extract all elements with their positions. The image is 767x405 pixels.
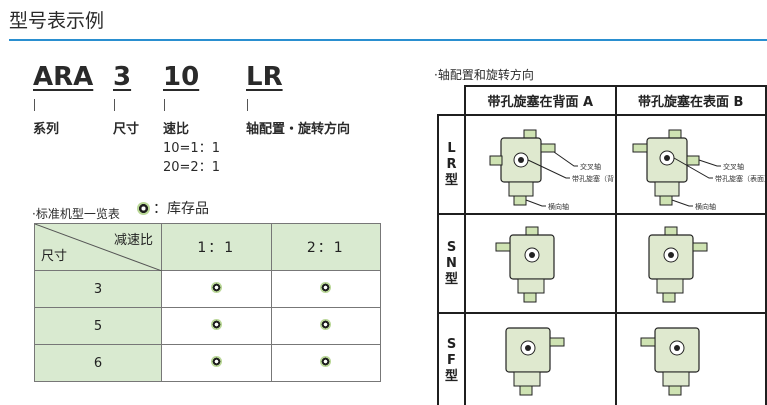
table-row: S F 型 xyxy=(437,312,767,405)
code-series: ARA xyxy=(33,62,94,92)
code-tick xyxy=(34,99,35,111)
callout-horizontal-shaft: 横向轴 xyxy=(548,202,569,211)
column-header: 2：1 xyxy=(270,223,381,271)
title-divider xyxy=(9,39,767,41)
label-size: 尺寸 xyxy=(113,122,140,137)
axis-table-caption: ·轴配置和旋转方向 xyxy=(434,68,534,82)
stock-ring-icon xyxy=(320,281,332,293)
standard-table-caption: ·标准机型一览表 xyxy=(32,207,120,221)
diagram-sf-a xyxy=(464,312,617,405)
table-cell xyxy=(161,344,272,382)
table-cell xyxy=(270,270,381,308)
code-tick xyxy=(247,99,248,111)
column-header-a: 带孔旋塞在背面 A xyxy=(464,85,617,116)
diagonal-line xyxy=(35,224,162,271)
table-row: 5 xyxy=(34,307,381,345)
callout-cross-shaft: 交叉轴 xyxy=(723,162,744,171)
gearbox-sf-front-diagram xyxy=(640,327,700,396)
row-label-char: 型 xyxy=(444,271,458,287)
column-header-b: 带孔旋塞在表面 B xyxy=(614,85,767,116)
diagram-lr-a: 交叉轴 带孔旋塞（背面） 横向轴 xyxy=(464,114,617,215)
ratio-note: 20=2：1 xyxy=(163,160,220,175)
table-cell xyxy=(270,344,381,382)
diagram-sn-a xyxy=(464,213,617,314)
table-row: 6 xyxy=(34,344,381,382)
row-label-char: L xyxy=(447,140,456,156)
stock-legend-label: ：库存品 xyxy=(153,201,209,217)
row-label-sn: S N 型 xyxy=(437,213,466,314)
gearbox-lr-front-diagram: 交叉轴 带孔旋塞（表面） 横向轴 xyxy=(632,129,765,211)
row-label-char: 型 xyxy=(444,172,458,188)
stock-ring-icon xyxy=(210,281,222,293)
diagram-sn-b xyxy=(614,213,767,314)
label-series: 系列 xyxy=(33,122,60,137)
table-row: S N 型 xyxy=(437,213,767,314)
ratio-note: 10=1：1 xyxy=(163,141,220,156)
table-cell xyxy=(270,307,381,345)
row-label-sf: S F 型 xyxy=(437,312,466,405)
row-size: 3 xyxy=(34,270,162,308)
code-tick xyxy=(114,99,115,111)
header-ratio: 减速比 xyxy=(113,233,153,248)
callout-cross-shaft: 交叉轴 xyxy=(580,162,601,171)
table-cell xyxy=(161,307,272,345)
gearbox-lr-back-diagram: 交叉轴 带孔旋塞（背面） 横向轴 xyxy=(489,129,614,211)
code-ratio: 10 xyxy=(163,62,200,92)
row-label-char: 型 xyxy=(444,368,458,384)
stock-legend: ：库存品 xyxy=(137,198,209,218)
row-label-char: S xyxy=(446,239,457,255)
header-size: 尺寸 xyxy=(41,249,68,264)
gearbox-sn-back-diagram xyxy=(495,226,555,303)
table-cell xyxy=(161,270,272,308)
row-label-char: F xyxy=(447,352,456,368)
standard-model-table: 减速比 尺寸 1：1 2：1 3 5 6 xyxy=(34,223,381,382)
row-size: 5 xyxy=(34,307,162,345)
corner-empty xyxy=(438,86,466,116)
diagram-sf-b xyxy=(614,312,767,405)
table-corner-header: 减速比 尺寸 xyxy=(34,223,162,271)
row-label-char: N xyxy=(446,255,457,271)
callout-plug-back: 带孔旋塞（背面） xyxy=(572,174,614,183)
callout-plug-front: 带孔旋塞（表面） xyxy=(715,174,765,183)
diagram-lr-b: 交叉轴 带孔旋塞（表面） 横向轴 xyxy=(614,114,767,215)
callout-horizontal-shaft: 横向轴 xyxy=(695,202,716,211)
stock-ring-icon xyxy=(210,355,222,367)
code-axis: LR xyxy=(246,62,283,92)
gearbox-sf-back-diagram xyxy=(505,327,565,396)
axis-config-table: 带孔旋塞在背面 A 带孔旋塞在表面 B L R 型 交叉轴 带 xyxy=(437,85,767,405)
label-axis: 轴配置・旋转方向 xyxy=(246,122,351,137)
stock-ring-icon xyxy=(210,318,222,330)
column-header: 1：1 xyxy=(161,223,272,271)
gearbox-sn-front-diagram xyxy=(647,226,707,303)
page-title: 型号表示例 xyxy=(9,10,105,32)
row-size: 6 xyxy=(34,344,162,382)
table-row: L R 型 交叉轴 带孔旋塞（背面） 横向轴 xyxy=(437,114,767,215)
row-label-char: R xyxy=(446,156,457,172)
stock-ring-icon xyxy=(137,201,150,215)
stock-ring-icon xyxy=(320,355,332,367)
table-row: 3 xyxy=(34,270,381,308)
label-ratio: 速比 xyxy=(163,122,190,137)
row-label-lr: L R 型 xyxy=(437,114,466,215)
code-size: 3 xyxy=(113,62,132,92)
code-tick xyxy=(164,99,165,111)
row-label-char: S xyxy=(446,336,457,352)
stock-ring-icon xyxy=(320,318,332,330)
